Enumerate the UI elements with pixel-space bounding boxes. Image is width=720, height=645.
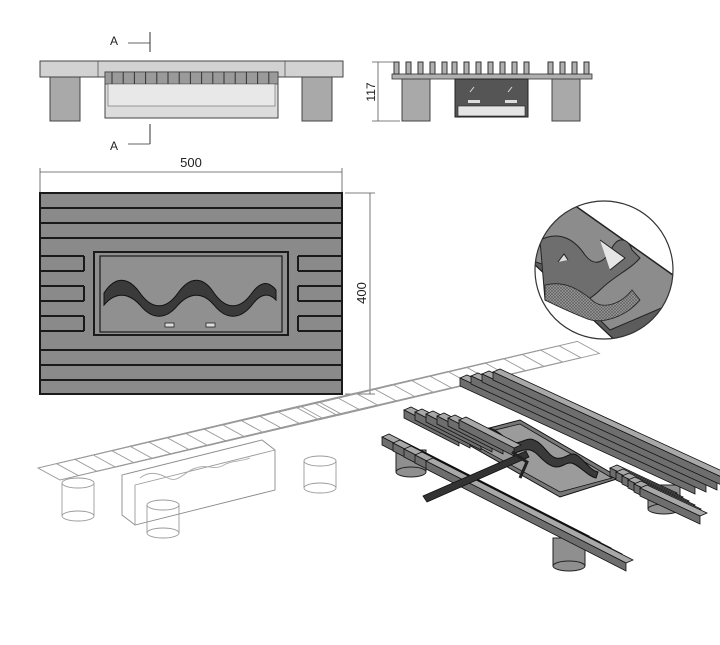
front-elevation-view: A A [39,32,344,153]
side-comb-finger [547,61,554,75]
section-marker-bottom: A [110,124,151,153]
side-leg-right [551,78,581,122]
side-comb-finger [441,61,448,75]
side-section-view: 117 [364,61,593,122]
wire-slat [92,392,379,468]
side-comb-finger [475,61,482,75]
side-comb-finger [523,61,530,75]
wire-slat [36,405,324,481]
side-comb-finger [499,61,506,75]
side-comb-finger [405,61,412,75]
rod-hook [511,450,529,479]
side-comb-finger [417,61,424,75]
shaded-slat-front-side [425,460,627,572]
side-comb-finger [487,61,494,75]
side-leg-left [401,78,431,122]
front-leg-right [301,76,333,122]
shaded-leg-front [552,537,586,572]
wire-slat [110,388,398,464]
wire-slat [129,383,416,459]
shaded-slat-back-side [492,371,720,485]
side-comb-finger [571,61,578,75]
section-marker-top: A [110,32,151,52]
height-dimension-label: 400 [354,282,369,304]
plan-view: 500 400 [39,155,375,395]
shaded-isometric-view [381,368,720,572]
side-comb-finger [559,61,566,75]
width-dimension-label: 500 [180,155,202,170]
side-comb-finger [451,61,458,75]
side-comb-finger [393,61,400,75]
side-comb-finger [583,61,590,75]
wire-slat [55,401,342,477]
side-comb-finger [511,61,518,75]
wire-legs [61,455,337,539]
shaded-slat-short-side [639,487,701,525]
front-leg-left [49,76,81,122]
side-comb-finger [429,61,436,75]
lighter-rod [422,450,530,503]
side-comb-finger [463,61,470,75]
depth-dimension-label: 117 [364,82,378,101]
section-label-top: A [110,34,118,48]
detail-magnifier-view [534,200,674,340]
plan-wave-insert [103,279,277,317]
wire-slat [314,340,601,416]
section-label-bottom: A [110,139,118,153]
wire-slat [73,396,361,472]
